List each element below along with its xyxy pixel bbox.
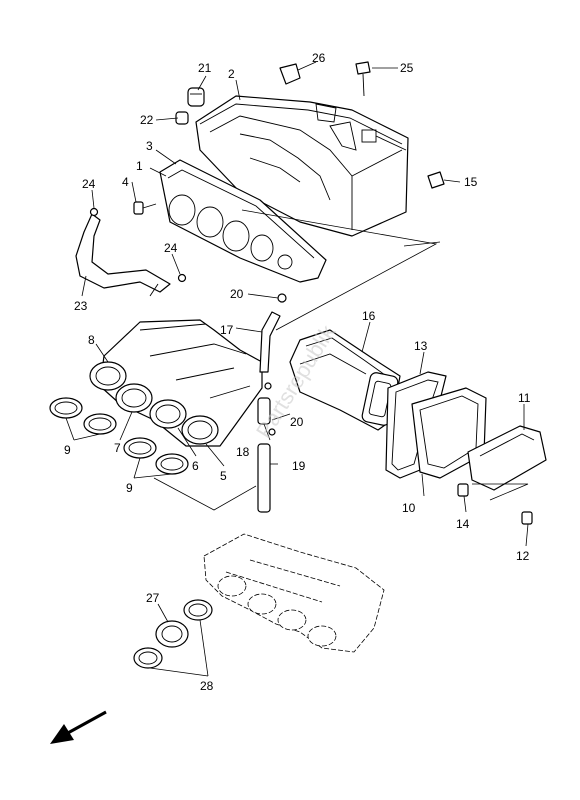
clamps-28 xyxy=(133,599,213,669)
intake-joint-assembly xyxy=(89,319,263,447)
joint-27 xyxy=(155,620,189,648)
callout-4: 4 xyxy=(122,175,129,189)
clip-24b xyxy=(177,273,187,283)
callout-8: 8 xyxy=(88,333,95,347)
callout-labels: 1 2 3 4 5 6 7 8 9 9 10 11 12 13 14 15 16… xyxy=(64,51,531,693)
hose-17 xyxy=(259,311,281,373)
callout-20b: 20 xyxy=(290,415,304,429)
callout-9a: 9 xyxy=(64,443,71,457)
callout-9b: 9 xyxy=(126,481,133,495)
callout-28: 28 xyxy=(200,679,214,693)
callout-13: 13 xyxy=(414,339,428,353)
callout-5: 5 xyxy=(220,469,227,483)
clip-20a xyxy=(277,293,287,303)
callout-10: 10 xyxy=(402,501,416,515)
cap-21 xyxy=(187,87,205,107)
callout-6: 6 xyxy=(192,459,199,473)
callout-11: 11 xyxy=(518,391,531,405)
arrow-down-left-icon xyxy=(50,710,107,744)
callout-27: 27 xyxy=(146,591,160,605)
callout-26: 26 xyxy=(312,51,326,65)
callout-14: 14 xyxy=(456,517,470,531)
callout-15: 15 xyxy=(464,175,478,189)
bracket-26 xyxy=(279,63,301,85)
air-box-case xyxy=(195,95,409,237)
callout-3: 3 xyxy=(146,139,153,153)
callout-16: 16 xyxy=(362,309,376,323)
nut-15 xyxy=(427,171,445,189)
callout-25: 25 xyxy=(400,61,414,75)
leader-lines xyxy=(65,61,529,677)
callout-23: 23 xyxy=(74,299,88,313)
callout-21: 21 xyxy=(198,61,212,75)
screw-12 xyxy=(521,511,533,525)
callout-20a: 20 xyxy=(230,287,244,301)
screw-4 xyxy=(133,201,157,215)
hose-19 xyxy=(257,443,271,513)
air-box-joint-plate xyxy=(159,159,327,283)
callout-2: 2 xyxy=(228,67,235,81)
callout-7: 7 xyxy=(114,441,121,455)
callout-17: 17 xyxy=(220,323,234,337)
callout-19: 19 xyxy=(292,459,306,473)
clip-20b xyxy=(264,382,276,436)
callout-24b: 24 xyxy=(164,241,178,255)
carburetor-ghost-outline xyxy=(203,533,385,653)
breather-hose-23 xyxy=(75,213,171,297)
callout-1: 1 xyxy=(136,159,143,173)
cap-11 xyxy=(467,425,547,491)
callout-12: 12 xyxy=(516,549,530,563)
bolt-25 xyxy=(355,61,371,97)
callout-18: 18 xyxy=(236,445,250,459)
hose-clamps-9 xyxy=(49,397,189,475)
callout-24a: 24 xyxy=(82,177,96,191)
clip-24a xyxy=(89,207,99,217)
screw-14 xyxy=(457,483,469,497)
callout-22: 22 xyxy=(140,113,154,127)
